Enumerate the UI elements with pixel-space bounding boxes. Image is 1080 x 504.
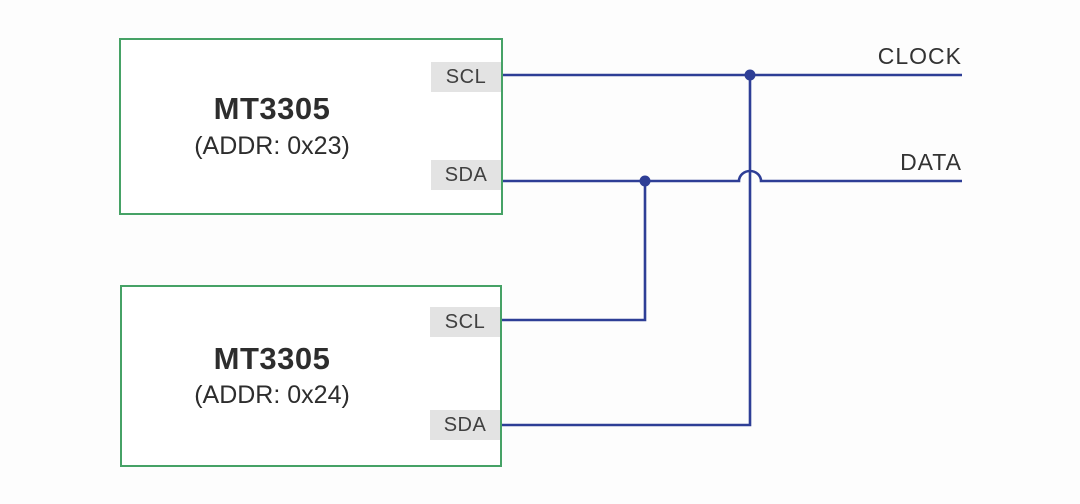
data-junction-dot xyxy=(639,175,651,187)
chip2-pin-sda: SDA xyxy=(430,410,500,440)
data-bus-label: DATA xyxy=(900,149,962,175)
chip2-name: MT3305 xyxy=(213,340,331,376)
chip1-pin-scl: SCL xyxy=(431,62,501,92)
clock-bus-label: CLOCK xyxy=(877,43,962,69)
chip1-address: (ADDR: 0x23) xyxy=(194,131,350,160)
chip1-pin-sda: SDA xyxy=(431,160,501,190)
chip1-name: MT3305 xyxy=(213,91,331,127)
chip-mt3305-addr-0x23: MT3305 (ADDR: 0x23) SCL SDA xyxy=(119,38,503,215)
clock-junction-dot xyxy=(744,69,756,81)
chip-mt3305-addr-0x24: MT3305 (ADDR: 0x24) SCL SDA xyxy=(120,285,502,467)
chip2-text-block: MT3305 (ADDR: 0x24) xyxy=(122,287,422,465)
chip1-text-block: MT3305 (ADDR: 0x23) xyxy=(121,40,423,213)
chip2-pin-scl: SCL xyxy=(430,307,500,337)
chip2-sda-to-clock-wire xyxy=(502,75,752,427)
chip2-address: (ADDR: 0x24) xyxy=(194,381,350,410)
chip2-scl-to-data-wire xyxy=(502,181,647,322)
